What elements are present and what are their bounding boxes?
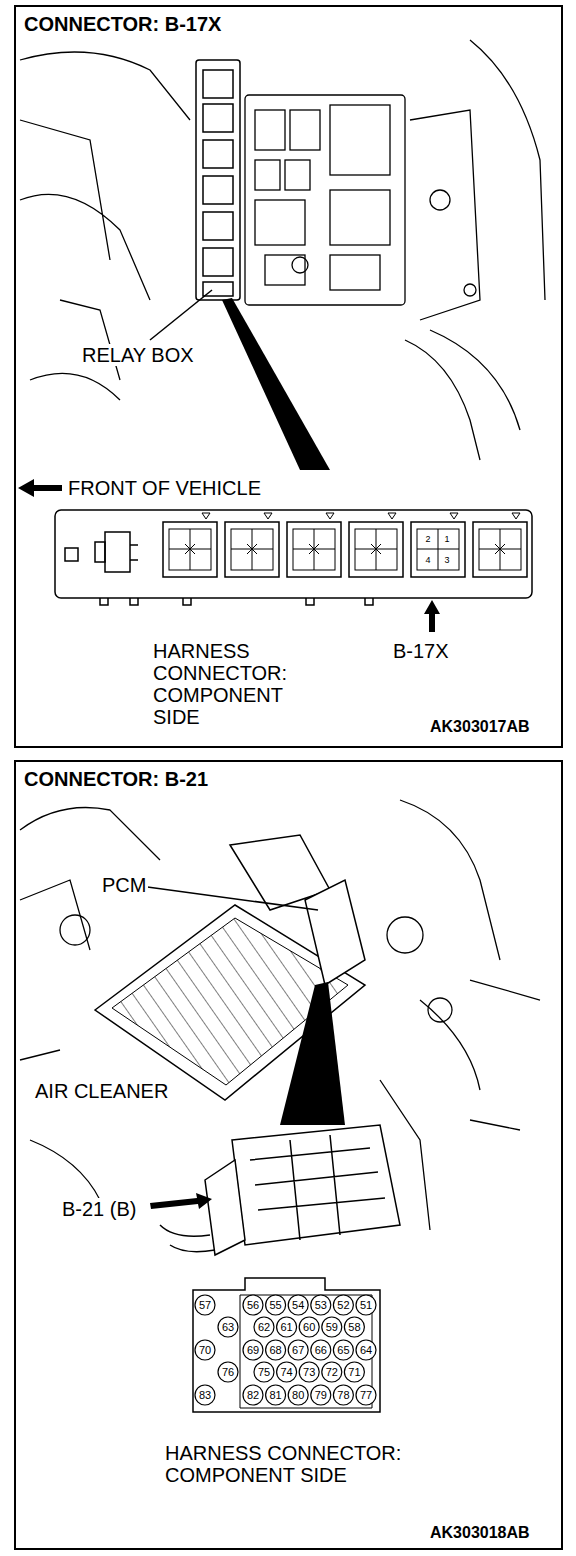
part-name: AIR CLEANER	[33, 1080, 170, 1102]
pin-number: 62	[258, 1322, 270, 1333]
pin-number: 67	[292, 1345, 304, 1356]
pin-number: 68	[269, 1345, 281, 1356]
connector-name: B-17X	[393, 640, 449, 662]
pin-number: 1	[444, 535, 449, 544]
pin-number: 3	[444, 556, 449, 565]
pin-number: 64	[360, 1345, 372, 1356]
pin-number: 57	[199, 1300, 211, 1311]
pin-number: 4	[425, 556, 430, 565]
pin-number: 79	[315, 1390, 327, 1401]
pin-number: 63	[222, 1322, 234, 1333]
pin-number: 66	[315, 1345, 327, 1356]
zoom-wedge	[222, 298, 330, 470]
relay-box-face	[55, 510, 553, 605]
pin-field	[240, 1295, 372, 1408]
pin-number: 61	[280, 1322, 292, 1333]
pin-circles	[195, 1295, 376, 1405]
pin-number: 53	[315, 1300, 327, 1311]
pin-number: 77	[360, 1390, 372, 1401]
pin-number: 2	[425, 535, 430, 544]
relay-box	[196, 60, 240, 300]
zoom-wedge	[280, 982, 345, 1125]
figure-code: AK303018AB	[430, 1524, 530, 1542]
part-name: PCM	[100, 874, 148, 896]
pin-number: 60	[303, 1322, 315, 1333]
pin-number: 82	[247, 1390, 259, 1401]
figure-code: AK303017AB	[430, 718, 530, 736]
pin-number: 59	[326, 1322, 338, 1333]
panel-frame: CONNECTOR: B-21	[14, 760, 563, 1550]
pin-number: 76	[222, 1367, 234, 1378]
pin-number: 80	[292, 1390, 304, 1401]
front-arrow	[18, 479, 62, 497]
pointer-arrow	[424, 600, 440, 632]
pin-number: 70	[199, 1345, 211, 1356]
pin-number: 74	[280, 1367, 292, 1378]
pin-number: 54	[292, 1300, 304, 1311]
direction-label: FRONT OF VEHICLE	[68, 477, 261, 499]
pin-face-outline	[193, 1278, 380, 1412]
pointer-arrow	[150, 1193, 212, 1209]
pin-number: 72	[326, 1367, 338, 1378]
leader-line	[140, 886, 318, 910]
pcm-connector	[160, 1125, 400, 1255]
pin-number: 51	[360, 1300, 372, 1311]
leader-line	[150, 290, 212, 340]
pin-number: 73	[303, 1367, 315, 1378]
panel-title: CONNECTOR: B-17X	[16, 7, 221, 35]
panel-frame: CONNECTOR: B-17X	[14, 5, 563, 748]
pin-number: 58	[348, 1322, 360, 1333]
view-note: HARNESS CONNECTOR: COMPONENT SIDE	[165, 1442, 405, 1486]
pcm-body	[305, 880, 365, 985]
view-note: HARNESS CONNECTOR: COMPONENT SIDE	[153, 640, 333, 728]
pin-number: 83	[199, 1390, 211, 1401]
pin-number: 56	[247, 1300, 259, 1311]
pin-number: 69	[247, 1345, 259, 1356]
connector-name: B-21 (B)	[60, 1198, 138, 1220]
pin-number: 78	[337, 1390, 349, 1401]
pin-number: 52	[337, 1300, 349, 1311]
connector-blocks	[163, 513, 527, 577]
pin-number: 65	[337, 1345, 349, 1356]
pin-number: 55	[269, 1300, 281, 1311]
pin-number: 75	[258, 1367, 270, 1378]
part-name: RELAY BOX	[80, 344, 196, 366]
pin-number: 81	[269, 1390, 281, 1401]
panel-title: CONNECTOR: B-21	[16, 762, 208, 790]
pin-number: 71	[348, 1367, 360, 1378]
